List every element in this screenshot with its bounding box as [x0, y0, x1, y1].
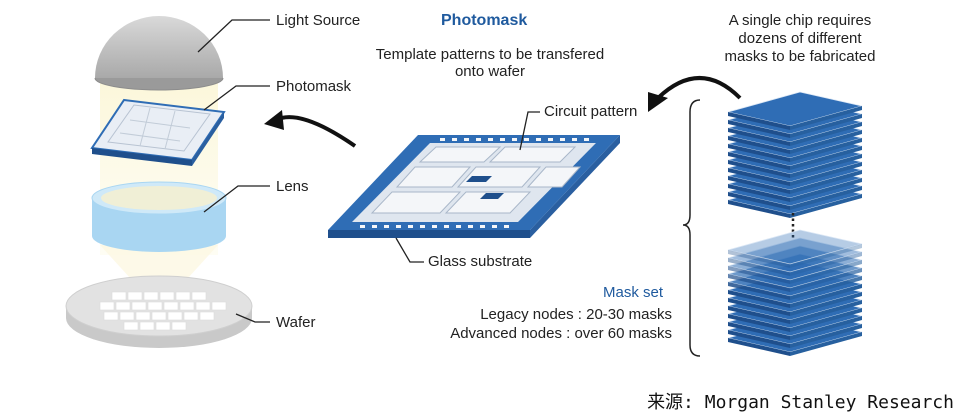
mask-plate-edge: [728, 290, 790, 308]
transfer-arrow: [264, 110, 357, 148]
mask-plate-edge: [790, 252, 862, 276]
mask-plate-edge: [790, 244, 862, 268]
mask-plate-edge: [790, 170, 862, 194]
mask-plate-edge: [728, 192, 790, 210]
mask-plate-edge: [790, 292, 862, 316]
center-subtitle-line1: Template patterns to be transfered: [375, 46, 605, 63]
label-photomask: Photomask: [276, 78, 352, 95]
mask-count-legacy: Legacy nodes : 20-30 masks: [480, 306, 672, 323]
mask-plate-edge: [728, 338, 790, 356]
mask-plate-edge: [790, 114, 862, 138]
wafer-icon: [65, 275, 253, 348]
light-source-icon: [94, 16, 224, 91]
mask-plate-edge: [790, 178, 862, 202]
mask-plate-edge: [790, 300, 862, 324]
mask-plate-edge: [790, 106, 862, 130]
mask-plate-edge: [728, 136, 790, 154]
source-credit: 来源: Morgan Stanley Research: [647, 392, 954, 413]
center-title: Photomask: [441, 12, 528, 29]
mask-plate-edge: [790, 154, 862, 178]
mask-plate-edge: [728, 266, 790, 284]
mask-stack-upper: [727, 91, 863, 218]
mask-plate-edge: [790, 268, 862, 292]
note-line1: A single chip requires: [728, 12, 872, 29]
leader-lines-left: [197, 19, 270, 323]
mask-plate-edge: [790, 186, 862, 210]
mask-plate-edge: [728, 144, 790, 162]
mask-plate-edge: [790, 130, 862, 154]
label-glass-substrate: Glass substrate: [428, 253, 533, 270]
mask-plate-edge: [728, 160, 790, 178]
mask-plate: [727, 237, 863, 273]
mask-plate-edge: [790, 260, 862, 284]
mask-plate-edge: [790, 324, 862, 348]
mask-plate-edge: [728, 152, 790, 170]
mask-plate-edge: [728, 250, 790, 268]
photomask-small-icon: [90, 98, 226, 166]
mask-stack-lower: [727, 229, 863, 356]
lens-icon: [91, 181, 227, 252]
mask-plate-edge: [728, 176, 790, 194]
center-subtitle-line2: onto wafer: [454, 63, 526, 80]
mask-count-advanced: Advanced nodes : over 60 masks: [450, 325, 672, 342]
mask-plate-edge: [728, 128, 790, 146]
mask-plate-edge: [790, 146, 862, 170]
mask-plate-edge: [790, 284, 862, 308]
mask-plate-edge: [728, 330, 790, 348]
label-wafer: Wafer: [276, 314, 316, 331]
mask-plate: [727, 229, 863, 265]
mask-plate-edge: [728, 274, 790, 292]
leader-lines-center: [395, 111, 540, 263]
mask-plate-edge: [728, 112, 790, 130]
mask-plate-edge: [728, 314, 790, 332]
photomask-large-icon: [328, 135, 620, 238]
note-line3: masks to be fabricated: [724, 48, 876, 65]
mask-plate-edge: [790, 276, 862, 300]
mask-set-bracket: [682, 99, 701, 357]
mask-set-arrow: [648, 76, 742, 112]
mask-plate-edge: [728, 282, 790, 300]
mask-set-title: Mask set: [603, 284, 664, 301]
mask-plate-edge: [728, 184, 790, 202]
mask-plate-edge: [728, 306, 790, 324]
mask-plate-edge: [790, 332, 862, 356]
label-light-source: Light Source: [276, 12, 361, 29]
mask-plate-edge: [790, 194, 862, 218]
mask-plate-edge: [728, 258, 790, 276]
note-line2: dozens of different: [738, 30, 862, 47]
mask-plate-edge: [728, 298, 790, 316]
mask-plate-edge: [790, 122, 862, 146]
mask-plate-edge: [728, 322, 790, 340]
label-lens: Lens: [276, 178, 309, 195]
mask-plate-edge: [728, 168, 790, 186]
mask-plate-edge: [790, 316, 862, 340]
mask-plate-edge: [790, 138, 862, 162]
mask-plate-edge: [728, 200, 790, 218]
mask-plate-edge: [790, 162, 862, 186]
label-circuit-pattern: Circuit pattern: [544, 103, 638, 120]
mask-plate-edge: [790, 308, 862, 332]
mask-plate-edge: [728, 120, 790, 138]
